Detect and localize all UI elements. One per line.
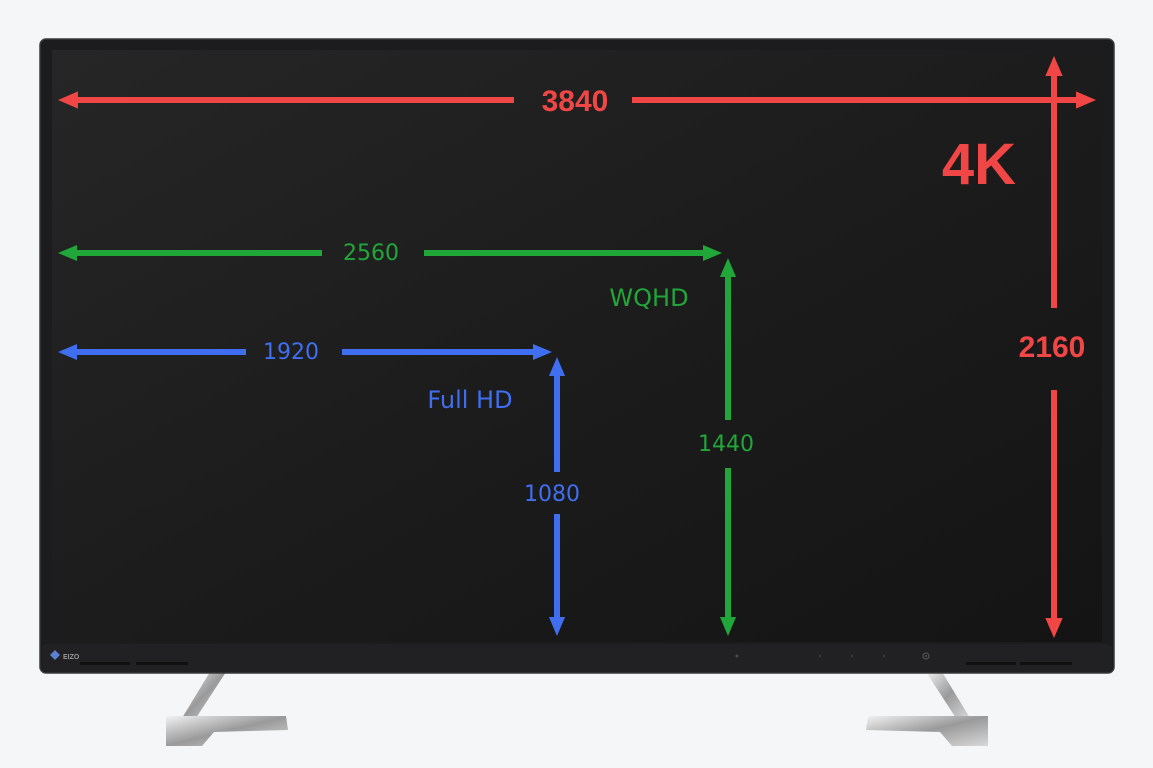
speaker-grill [80,662,130,665]
resolution-name-4k: 4K [942,132,1016,197]
monitor-stand-right [866,672,988,746]
height-label-fhd: 1080 [524,482,580,507]
dimension-arrows [58,56,1096,638]
speaker-grill [136,662,188,665]
resolution-name-fhd: Full HD [427,386,512,414]
arrowhead-up-4k [1045,56,1063,76]
monitor-bottom-strip [42,644,1112,672]
eizo-logo-icon: EIZO [50,650,80,661]
arrowhead-down-wqhd [719,617,737,636]
width-label-4k: 3840 [542,85,609,118]
width-label-wqhd: 2560 [343,241,399,266]
arrowhead-left-4k [58,91,78,109]
width-label-fhd: 1920 [263,340,319,365]
arrowhead-right-fhd [533,343,552,361]
speaker-grill [966,662,1016,665]
height-label-4k: 2160 [1019,331,1086,364]
control-button[interactable] [882,654,886,658]
arrowhead-left-wqhd [58,244,77,262]
control-button[interactable] [735,654,739,658]
monitor-screen [52,50,1102,642]
control-button[interactable] [850,654,854,658]
arrowhead-down-fhd [548,617,566,636]
arrowhead-left-fhd [58,343,77,361]
control-button[interactable] [818,654,822,658]
height-label-wqhd: 1440 [698,432,754,457]
arrowhead-right-4k [1076,91,1096,109]
brand-label: EIZO [63,654,80,661]
arrowhead-down-4k [1045,618,1063,638]
arrowhead-up-wqhd [719,258,737,277]
power-icon[interactable] [922,652,930,660]
speaker-grill [1020,662,1072,665]
arrowhead-right-wqhd [703,244,722,262]
arrowhead-up-fhd [548,357,566,376]
monitor-stand-left [166,672,288,746]
resolution-name-wqhd: WQHD [609,284,688,312]
